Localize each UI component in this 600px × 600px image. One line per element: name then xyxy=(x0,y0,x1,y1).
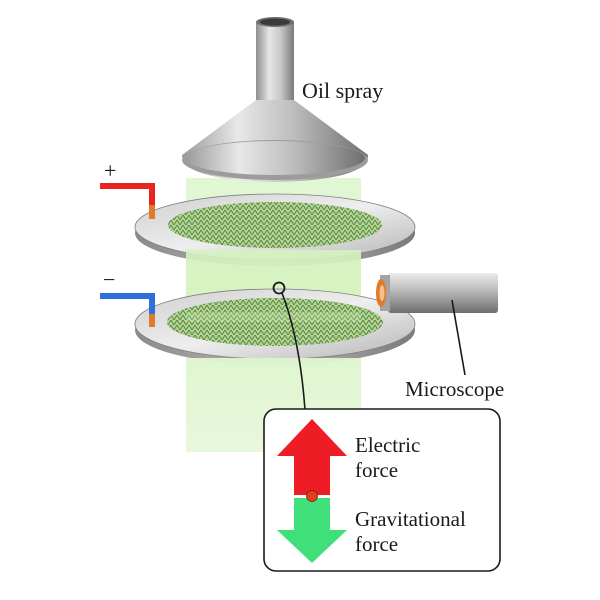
negative-plate xyxy=(134,288,416,365)
negative-wire xyxy=(100,293,155,327)
microscope-icon xyxy=(376,273,498,313)
positive-wire xyxy=(100,183,155,219)
electric-force-label-line1: Electric xyxy=(355,433,420,457)
positive-plate xyxy=(134,193,416,266)
oil-drop-circle-icon xyxy=(272,281,286,295)
microscope-pointer-line xyxy=(451,299,466,376)
gravitational-force-label-line1: Gravitational xyxy=(355,507,466,531)
plus-label: + xyxy=(104,158,116,183)
oil-spray-label: Oil spray xyxy=(302,78,383,103)
minus-label: − xyxy=(103,267,115,292)
electric-force-arrow xyxy=(277,419,347,495)
oil-spray-funnel-icon xyxy=(182,17,368,182)
gravitational-force-label-line2: force xyxy=(355,532,398,556)
oil-drop-icon xyxy=(306,490,318,502)
callout-pointer-line xyxy=(281,292,306,411)
gravitational-force-arrow xyxy=(277,498,347,563)
microscope-label: Microscope xyxy=(405,377,504,401)
electric-force-label-line2: force xyxy=(355,458,398,482)
